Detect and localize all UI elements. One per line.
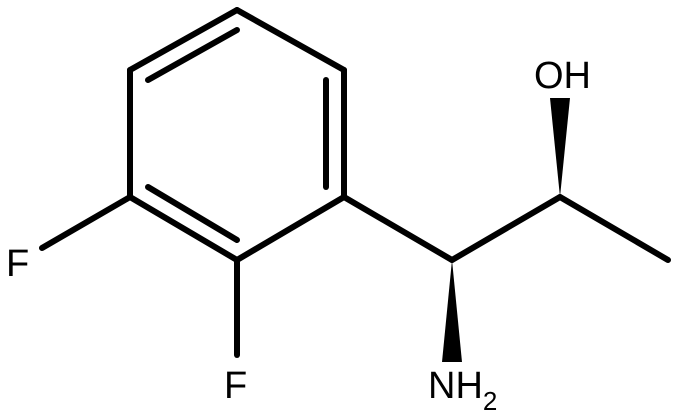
hydroxyl-label: OH bbox=[534, 55, 591, 97]
benzene-ring bbox=[127, 7, 347, 263]
ring-bond-top-left bbox=[127, 7, 240, 73]
amine-label: NH2 bbox=[428, 365, 497, 416]
amine-subscript: 2 bbox=[483, 386, 497, 416]
wedge-bond-to-amine bbox=[442, 260, 462, 362]
ring-bond-bottom-right bbox=[234, 194, 347, 263]
ring-bond-bottom-left bbox=[127, 194, 240, 263]
amine-label-text: NH bbox=[428, 365, 483, 407]
bond-ring-to-c1 bbox=[341, 194, 455, 263]
bond-c1-to-c2 bbox=[449, 194, 563, 263]
wedge-bond-to-hydroxyl bbox=[550, 98, 570, 197]
fluorine-bottom-label: F bbox=[224, 365, 247, 407]
bond-c2-to-methyl bbox=[557, 194, 671, 263]
ring-inner-double-bottom-left bbox=[145, 184, 240, 243]
ring-inner-double-top bbox=[145, 27, 240, 83]
fluorine-left-label: F bbox=[6, 243, 29, 285]
bond-ring-to-fluorine-left bbox=[39, 194, 133, 251]
ring-bond-top-right bbox=[234, 7, 347, 73]
